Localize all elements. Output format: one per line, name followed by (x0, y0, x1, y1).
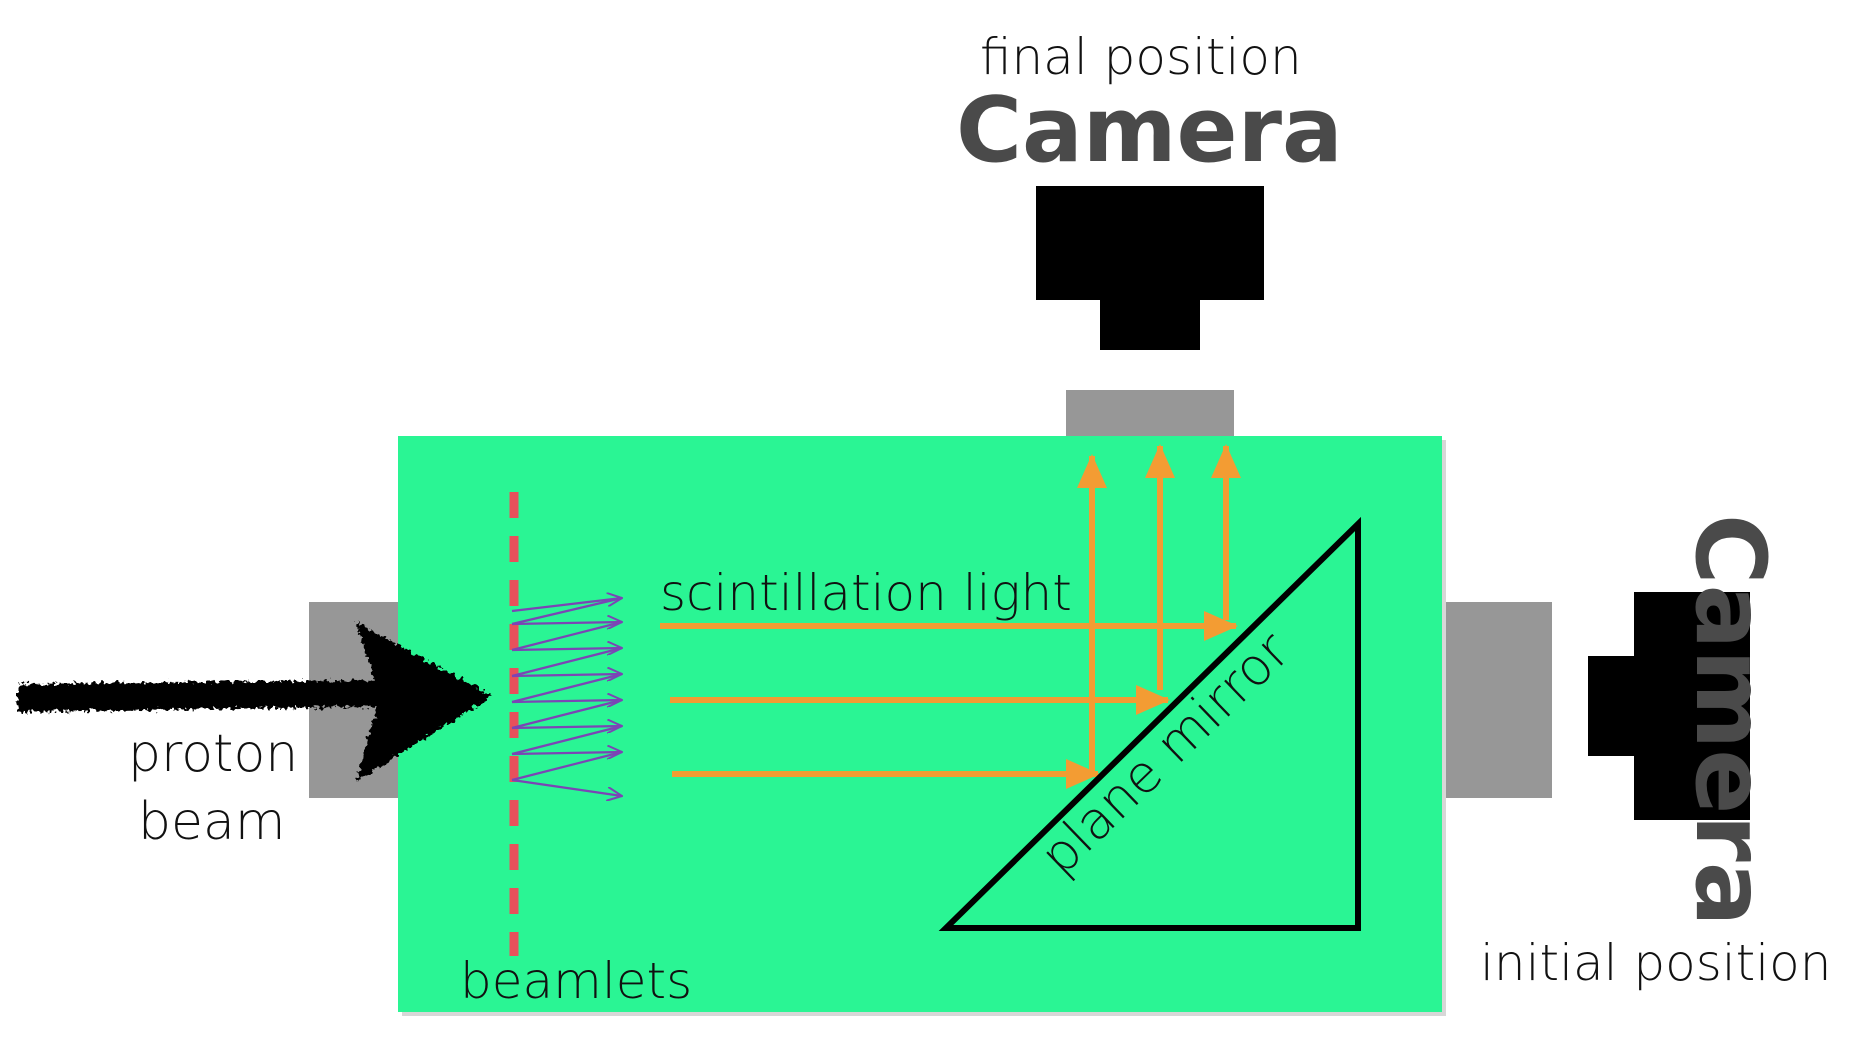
plane-mirror (938, 516, 1361, 931)
tank-shadow-right (1442, 440, 1446, 1014)
right-camera-icon (1588, 592, 1750, 820)
horizontal-light-arrows (660, 611, 1238, 789)
tank-shadow-bottom (402, 1012, 1446, 1016)
vertical-light-arrows (1077, 444, 1241, 776)
beamlets-label: beamlets (460, 952, 693, 1010)
proton-beam-arrow-icon (18, 622, 492, 782)
right-camera-position-label: initial position (1480, 934, 1832, 992)
proton-beam-label-line2: beam (138, 792, 286, 852)
scintillator-tank (398, 436, 1442, 1012)
zigzag-reflections (511, 598, 622, 796)
top-camera-position-label: final position (980, 28, 1302, 86)
scintillation-light-label: scintillation light (660, 564, 1072, 622)
top-camera-icon (1036, 186, 1264, 350)
right-flange (1440, 602, 1552, 798)
proton-beam-label-line1: proton (128, 724, 299, 784)
right-camera-title: Camera (1674, 514, 1786, 927)
top-flange (1066, 390, 1234, 440)
top-camera-title: Camera (956, 78, 1343, 183)
